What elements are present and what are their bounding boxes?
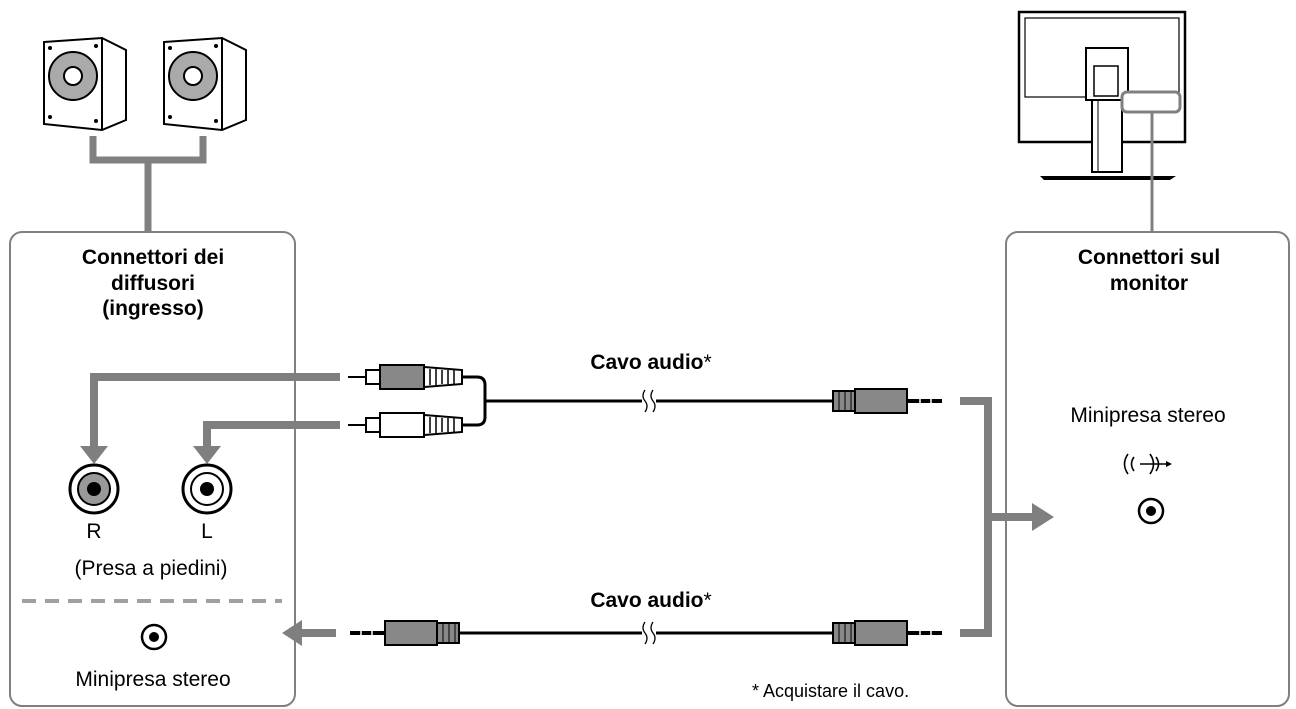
left-panel-frame [9,231,296,707]
left-panel-title: Connettori dei diffusori (ingresso) [82,245,224,322]
rca-plug-top [348,364,463,390]
right-panel-frame [1005,231,1290,707]
bottom-cable-asterisk: * [703,589,712,612]
speaker-left [43,36,127,132]
mini-jack-monitor [1137,497,1165,525]
mini-jack-speaker [140,623,168,651]
arrow-to-jack-r [80,373,340,464]
top-cable-text: Cavo audio [590,351,704,374]
speaker-connection-line [89,136,207,232]
left-title-line2: diffusori [110,271,195,295]
arrow-to-jack-l [193,421,340,464]
rca-jack-l [181,463,233,515]
cable-bottom-break [642,621,656,645]
monitor-rear-icon [1017,10,1187,180]
arrow-to-monitor [988,503,1054,531]
top-cable-label: Cavo audio* [590,350,711,376]
speaker-minijack-label: Minipresa stereo [75,668,231,691]
mini-plug-top-right [832,388,942,414]
arrow-to-speaker-minijack [282,620,336,646]
cable-top-wire [462,375,833,427]
jack-r-label: R [86,520,102,543]
right-title-line2: monitor [1109,271,1189,295]
pin-jack-label: (Presa a piedini) [74,557,228,580]
bottom-cable-label: Cavo audio* [590,588,711,614]
right-title-line1: Connettori sul [1077,246,1221,269]
bracket-line [960,397,992,637]
bottom-cable-text: Cavo audio [590,589,704,612]
right-panel-title: Connettori sul monitor [1078,245,1220,296]
left-title-line3: (ingresso) [102,297,204,321]
jack-l-label: L [201,520,213,543]
rca-plug-bottom [348,412,463,438]
top-cable-asterisk: * [703,351,712,374]
speaker-pair-icon [43,36,247,132]
monitor-minijack-label: Minipresa stereo [1070,404,1226,427]
rca-jack-r [68,463,120,515]
footnote: * Acquistare il cavo. [752,681,910,701]
mini-plug-bottom-left [350,620,460,646]
speaker-right [163,36,247,132]
audio-out-icon [1123,453,1172,475]
left-title-line1: Connettori dei [81,246,225,269]
mini-plug-bottom-right [832,620,942,646]
cable-top-break [642,389,656,413]
